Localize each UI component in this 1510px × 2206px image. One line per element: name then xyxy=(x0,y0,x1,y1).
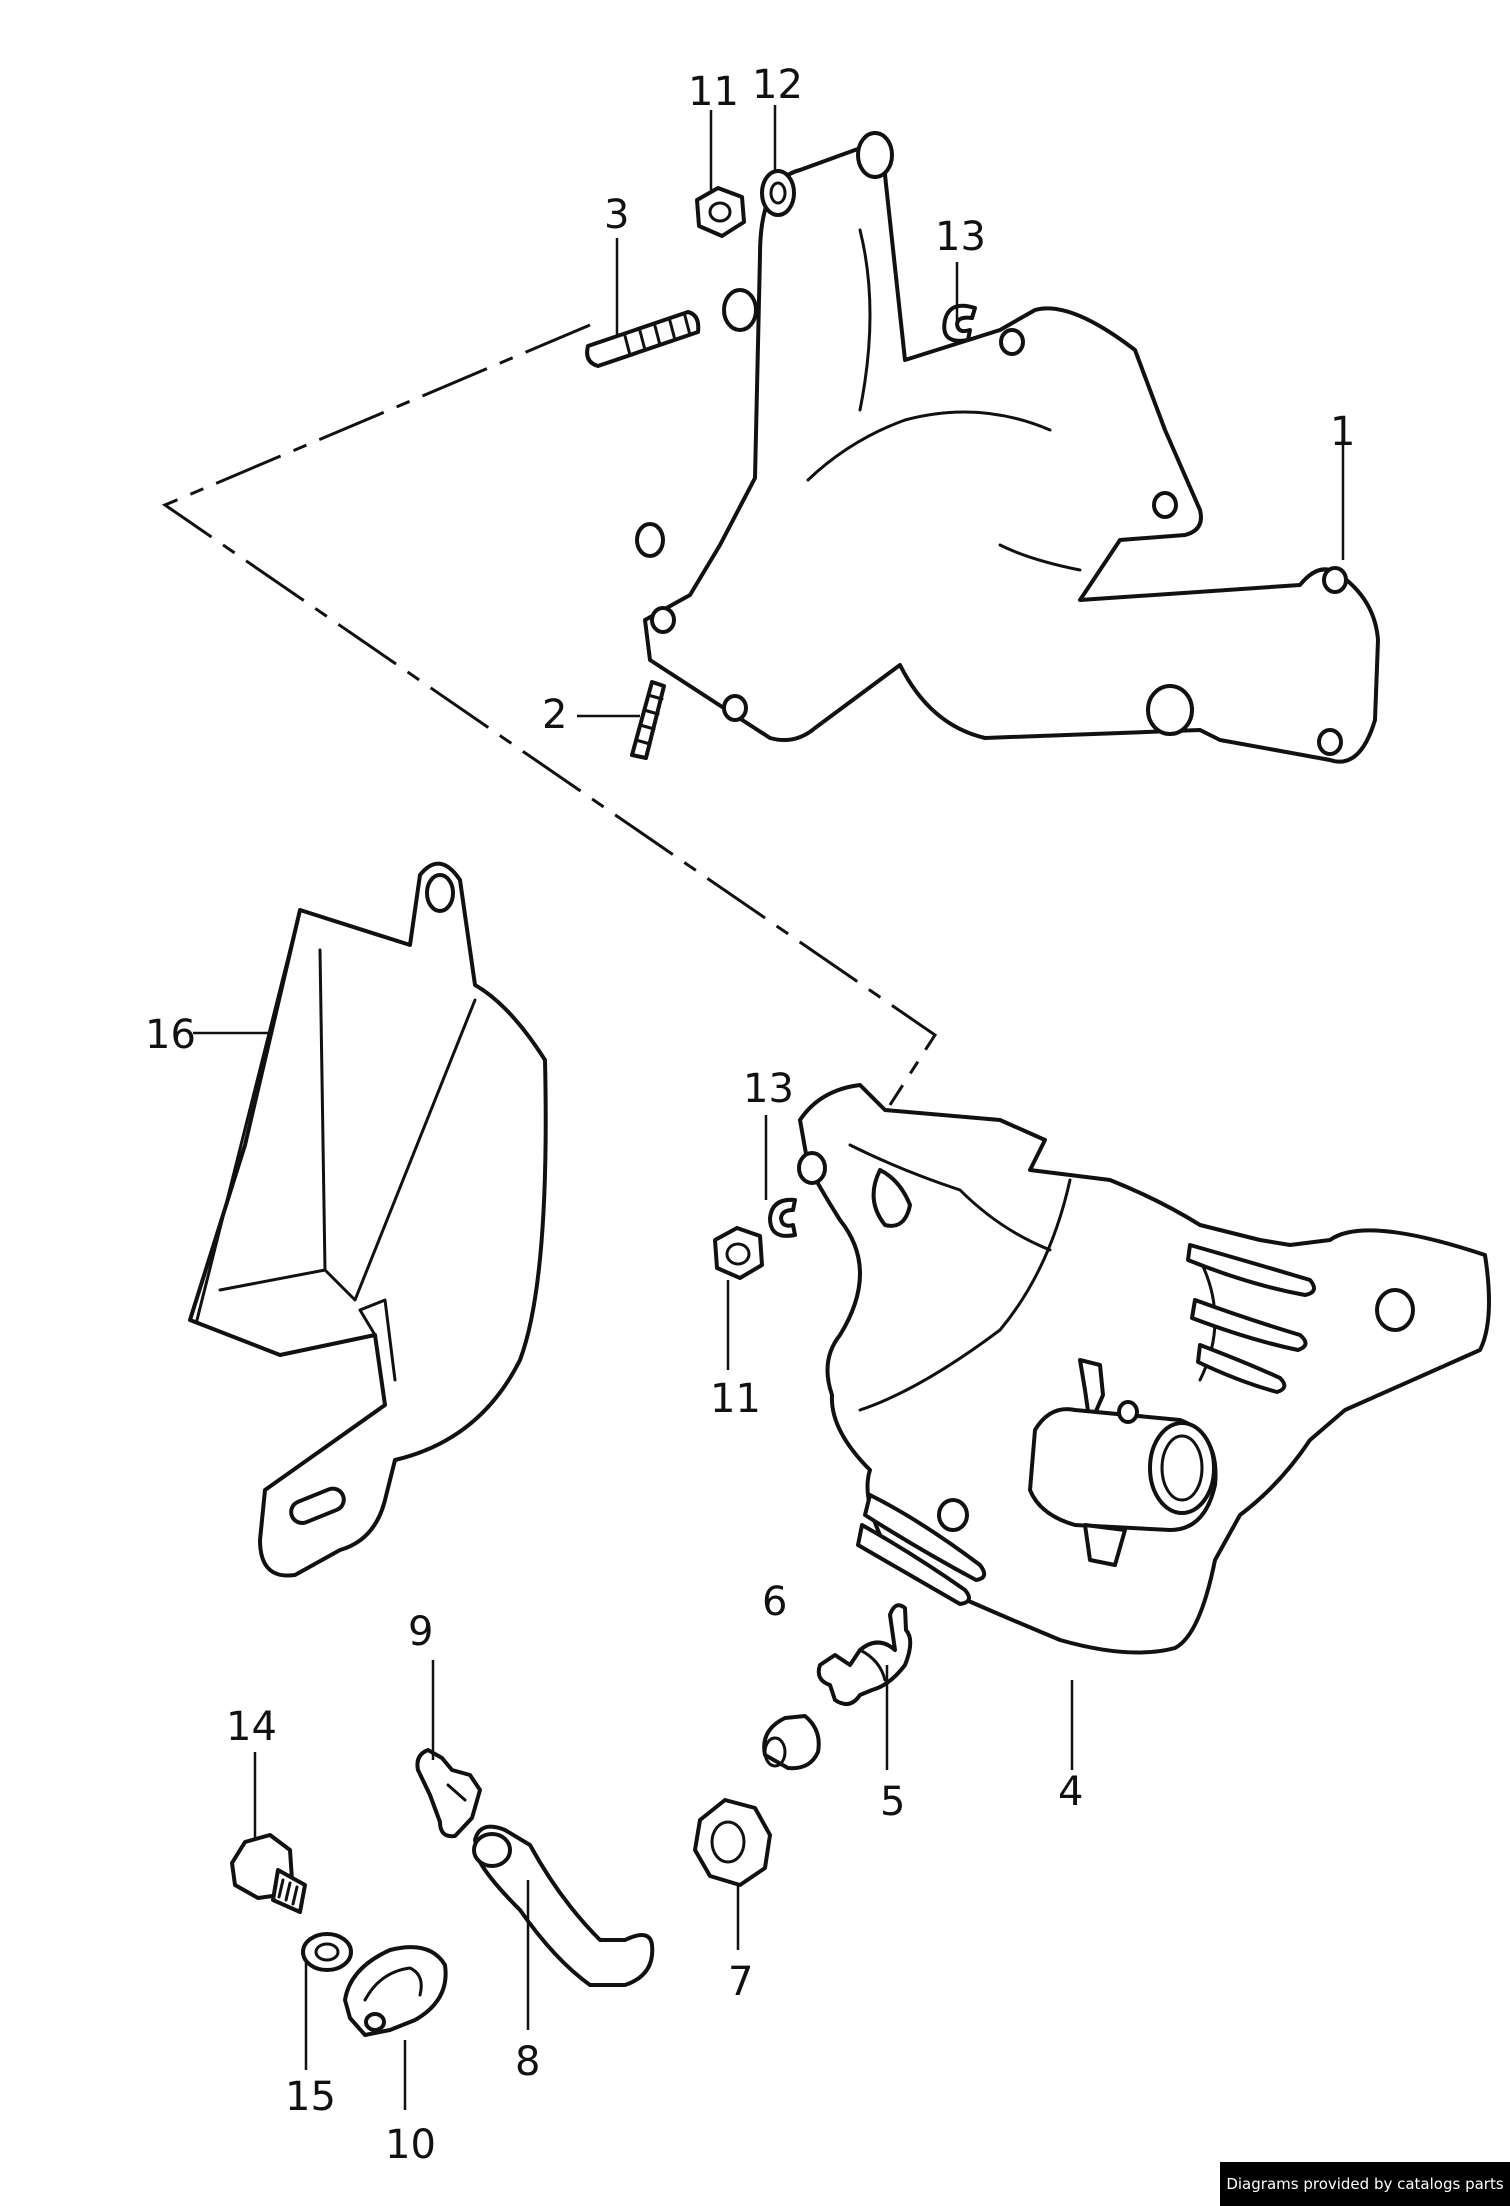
nut-top[interactable] xyxy=(695,186,746,238)
callout-14: 14 xyxy=(226,1704,277,1750)
exhaust-manifold[interactable] xyxy=(635,131,1380,764)
heat-shield[interactable] xyxy=(188,861,548,1578)
circlip-top[interactable] xyxy=(942,303,977,343)
washer-top[interactable] xyxy=(760,169,796,217)
callout-2: 2 xyxy=(542,692,567,738)
callout-7: 7 xyxy=(728,1959,753,2005)
leader-lines xyxy=(193,105,1345,2110)
callout-16: 16 xyxy=(145,1012,196,1058)
vacuum-hose[interactable] xyxy=(472,1824,655,1987)
callout-12: 12 xyxy=(752,62,803,108)
credit-footer: Diagrams provided by catalogs parts xyxy=(1220,2162,1510,2206)
stud-short[interactable] xyxy=(630,680,666,760)
nut-mid[interactable] xyxy=(713,1226,764,1280)
callout-8: 8 xyxy=(515,2039,540,2085)
threaded-stud[interactable] xyxy=(585,310,701,368)
circlip-mid[interactable] xyxy=(768,1197,797,1238)
bracket-hole-icon xyxy=(856,131,894,179)
sensor-cap[interactable] xyxy=(762,1714,821,1771)
callout-3: 3 xyxy=(604,192,629,238)
callout-11-top: 11 xyxy=(688,69,739,115)
callout-4: 4 xyxy=(1058,1769,1083,1815)
hex-nut[interactable] xyxy=(693,1798,772,1887)
callout-1: 1 xyxy=(1330,409,1355,455)
assembly-centerline xyxy=(161,323,938,1106)
callout-labels: 1 2 3 4 5 6 7 8 9 10 11 12 13 13 11 14 1… xyxy=(145,62,1355,2168)
hex-bolt[interactable] xyxy=(230,1833,307,1914)
callout-9: 9 xyxy=(408,1609,433,1655)
temperature-sensor[interactable] xyxy=(816,1603,913,1706)
callout-5: 5 xyxy=(880,1779,905,1825)
callout-15: 15 xyxy=(285,2074,336,2120)
callout-13-top: 13 xyxy=(935,214,986,260)
callout-13-mid: 13 xyxy=(743,1066,794,1112)
callout-6: 6 xyxy=(762,1579,787,1625)
callout-10: 10 xyxy=(385,2122,436,2168)
manifold-cover[interactable] xyxy=(797,1083,1491,1655)
vent-valve[interactable] xyxy=(415,1748,482,1839)
flat-washer[interactable] xyxy=(301,1932,353,1972)
hose-clamp[interactable] xyxy=(343,1945,448,2037)
callout-11-mid: 11 xyxy=(710,1376,761,1422)
